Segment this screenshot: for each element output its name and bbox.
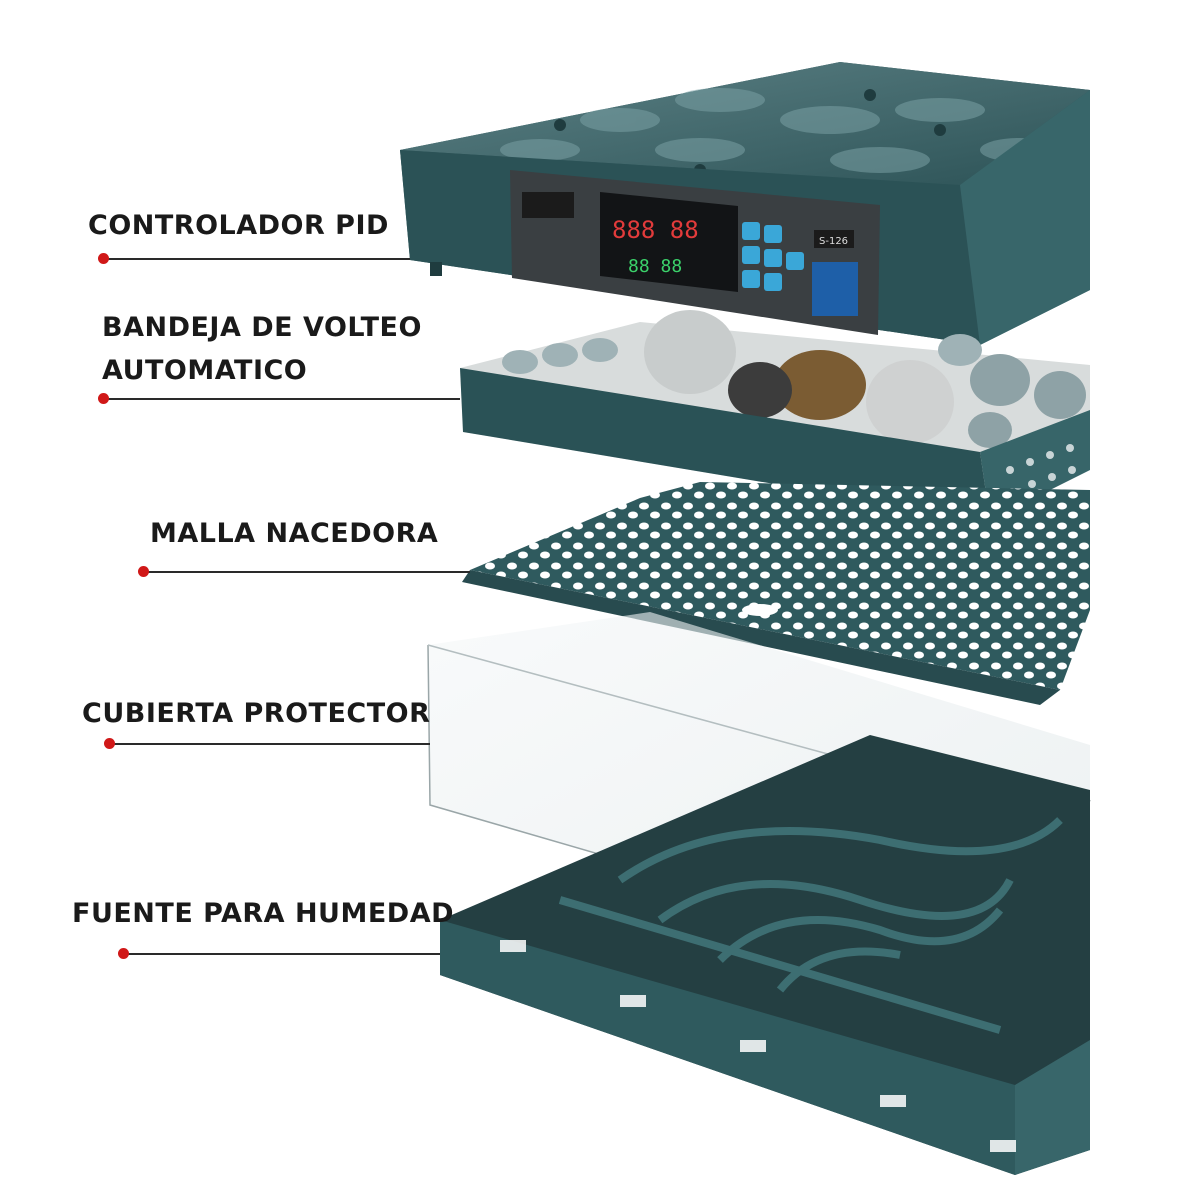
callout-dot-cover [104,738,115,749]
leader-line-water [124,953,440,955]
label-bandeja-line2: AUTOMATICO [102,355,308,386]
water-channels [558,817,1063,1034]
label-bandeja-line1: BANDEJA DE VOLTEO [102,312,422,343]
callout-dot-tray [98,393,109,404]
power-switch [522,192,574,218]
leader-line-cover [110,743,430,745]
svg-text:888 88: 888 88 [612,216,699,244]
svg-text:S-126: S-126 [819,236,848,247]
label-malla-nacedora: MALLA NACEDORA [150,518,439,549]
leader-line-tray [104,398,460,400]
label-fuente-humedad: FUENTE PARA HUMEDAD [72,898,455,929]
incubator-lid: 888 88 88 88 S-126 [400,62,1090,345]
lid-texture [500,88,1060,173]
callout-dot-water [118,948,129,959]
leader-line-controller [104,258,410,260]
leader-line-mesh [144,571,470,573]
eggs [502,310,1086,448]
panel-window [812,262,858,316]
label-cubierta-protector: CUBIERTA PROTECTOR [82,698,431,729]
callout-dot-controller [98,253,109,264]
pid-control-panel: 888 88 88 88 S-126 [510,170,880,335]
panel-buttons [742,222,804,291]
humidity-base [440,735,1090,1175]
svg-text:88 88: 88 88 [628,256,682,277]
led-display [600,192,738,292]
label-controlador-pid: CONTROLADOR PID [88,210,389,241]
hatching-mesh [462,482,1090,705]
callout-dot-mesh [138,566,149,577]
